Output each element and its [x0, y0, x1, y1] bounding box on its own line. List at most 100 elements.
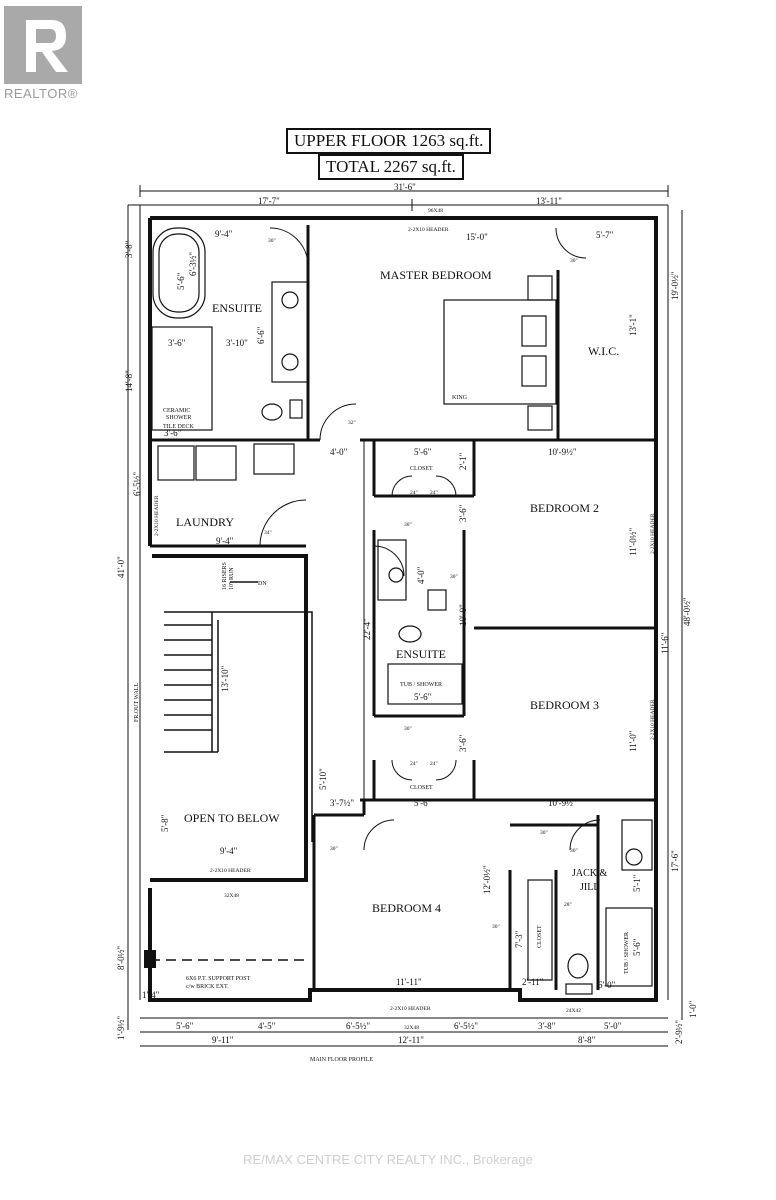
dim-label: 10'-9½" [548, 447, 577, 457]
window-note: 32X48 [404, 1025, 419, 1031]
master-bedroom-label: MASTER BEDROOM [380, 268, 492, 282]
dim-label: 11'-11" [396, 977, 422, 987]
dim-label: 12'-11" [398, 1035, 424, 1045]
down-label: DN [258, 581, 267, 587]
window-note: 32X48 [224, 893, 239, 899]
dim-label: 41'-0" [116, 556, 126, 578]
dim-label: 11'-0½" [628, 527, 638, 556]
tile-deck-label: TILE DECK [163, 424, 194, 430]
laundry-label: LAUNDRY [176, 515, 234, 529]
small-labels: CLOSET CLOSET CLOSET KING TUB / SHOWER T… [134, 395, 630, 1063]
door-note: 32" [348, 420, 356, 426]
dim-label: 2'-9½" [674, 1020, 684, 1044]
ensuite-2-label: ENSUITE [396, 647, 446, 661]
dim-label: 5'-10" [318, 768, 328, 790]
wic-label: W.I.C. [588, 344, 619, 358]
brokerage-watermark: RE/MAX CENTRE CITY REALTY INC., Brokerag… [243, 1152, 533, 1167]
ensuite-1-label: ENSUITE [212, 301, 262, 315]
dim-label: 9'-4" [215, 229, 233, 239]
dim-label: 6'-6" [256, 326, 266, 344]
window-note: 96X48 [428, 208, 443, 214]
door-note: 30" [492, 924, 500, 930]
dim-label: 13'-1" [628, 314, 638, 336]
door-note: 30" [404, 726, 412, 732]
support-post [144, 950, 156, 968]
header-note: 2-2X10 HEADER [408, 227, 449, 233]
door-note: 24" [410, 761, 418, 767]
door-note: 34" [264, 530, 272, 536]
dim-label: 15'-0" [466, 232, 488, 242]
dim-label: 3'-6" [458, 504, 468, 522]
shower-label: SHOWER [166, 415, 191, 421]
dim-label: 3'-6" [164, 428, 182, 438]
dim-label: 5'-6" [414, 447, 432, 457]
stairs [164, 581, 313, 842]
realtor-wordmark: REALTOR® [4, 86, 78, 101]
support-post-label: 6X6 P.T. SUPPORT POST [186, 976, 251, 982]
door-note: 30" [450, 574, 458, 580]
closet-label: CLOSET [410, 466, 433, 472]
dim-label: 5'-6" [414, 692, 432, 702]
dim-label: 31'-6" [394, 182, 416, 192]
dim-label: 48'-0½" [682, 597, 692, 626]
dimension-lines [127, 185, 683, 1047]
dim-label: 17'-6" [670, 850, 680, 872]
dim-label: 3'-7½" [330, 798, 354, 808]
closet-label: CLOSET [537, 925, 543, 948]
dim-label: 11'-6" [660, 632, 670, 654]
dim-label: 6'-5½" [346, 1021, 370, 1031]
dim-label: 11'-0" [628, 730, 638, 752]
dim-label: 5'-6" [632, 938, 642, 956]
door-note: 30" [330, 846, 338, 852]
header-note: 2-2X10 HEADER [650, 513, 656, 554]
dim-label: 1'-4" [142, 990, 160, 1000]
interior-walls [150, 225, 656, 990]
dim-label: 13'-11" [536, 196, 562, 206]
run-label: 10" RUN [229, 567, 235, 590]
dim-label: 5'-6" [176, 1021, 194, 1031]
dim-label: 4'-5" [258, 1021, 276, 1031]
ceramic-label: CERAMIC [163, 408, 190, 414]
door-swings [259, 227, 601, 851]
frost-wall-label: FR.OUT WALL [134, 683, 140, 722]
dim-label: 5'-1" [632, 874, 642, 892]
door-note: 30" [268, 238, 276, 244]
tub-shower-label: TUB / SHOWER [400, 682, 442, 688]
door-note: 28" [564, 902, 572, 908]
dim-label: 3'-6" [168, 338, 186, 348]
dim-label: 8'-8" [578, 1035, 596, 1045]
dim-label: 9'-4" [216, 536, 234, 546]
dim-label: 17'-7" [258, 196, 280, 206]
dim-label: 6'-0" [598, 980, 616, 990]
dim-label: 8'-0½" [116, 946, 126, 970]
room-labels: MASTER BEDROOM ENSUITE W.I.C. LAUNDRY BE… [176, 268, 619, 915]
brick-ext-label: c/w BRICK EXT. [186, 984, 229, 990]
dim-label: 5'-7" [596, 230, 614, 240]
realtor-r-icon [26, 20, 68, 72]
dim-label: 4'-0" [330, 447, 348, 457]
header-note: 2-2X10 HEADER [210, 868, 251, 874]
dim-label: 1'-0" [688, 1000, 698, 1018]
dim-label: 12'-0½" [482, 865, 492, 894]
door-note: 30" [570, 848, 578, 854]
dim-label: 7'-3" [514, 930, 524, 948]
bedroom-4-label: BEDROOM 4 [372, 901, 441, 915]
realtor-logo-icon [4, 6, 82, 84]
jack-jill-label-1: JACK & [572, 868, 608, 879]
header-note: 2-2X10 HEADER [390, 1006, 431, 1012]
construction-notes: 2-2X10 HEADER 2-2X10 HEADER 2-2X10 HEADE… [154, 208, 656, 1031]
door-note: 24" [430, 490, 438, 496]
king-bed-label: KING [452, 395, 468, 401]
dim-label: 3'-8" [538, 1021, 556, 1031]
total-area-title: TOTAL 2267 sq.ft. [318, 154, 464, 180]
dim-label: 19'-0½" [670, 271, 680, 300]
upper-floor-title: UPPER FLOOR 1263 sq.ft. [286, 128, 492, 154]
door-note: 30" [404, 522, 412, 528]
open-to-below-label: OPEN TO BELOW [184, 811, 280, 825]
dim-label: 2'-1" [458, 452, 468, 470]
dim-label: 10'-0" [458, 604, 468, 626]
dim-label: 6'-3½" [188, 252, 198, 276]
exterior-walls [148, 216, 658, 1002]
closet-label: CLOSET [410, 785, 433, 791]
